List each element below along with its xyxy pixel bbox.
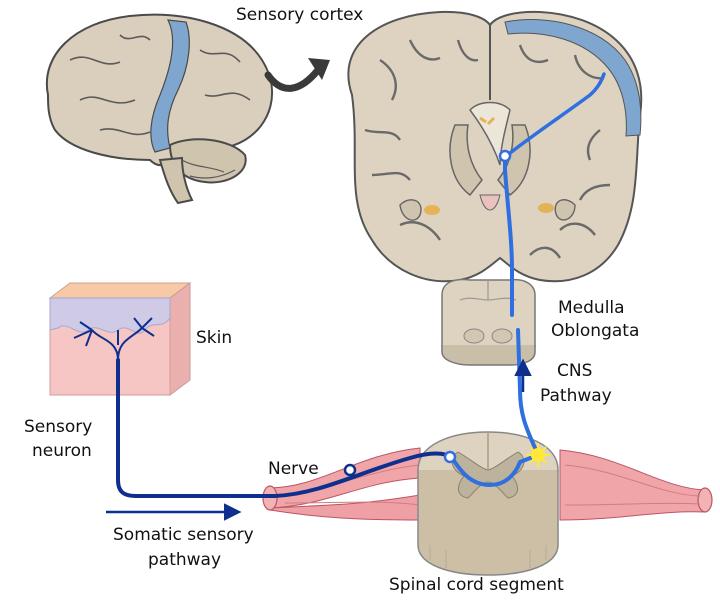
- dorsal-horn-cell: [443, 450, 457, 464]
- label-somatic-2: pathway: [148, 550, 221, 570]
- label-cns-1: CNS: [557, 361, 592, 381]
- skin-block: [48, 282, 192, 396]
- label-sensory-neuron-2: neuron: [32, 441, 92, 461]
- cns-pathway-fiber: [450, 328, 540, 487]
- label-sensory-cortex: Sensory cortex: [236, 5, 363, 25]
- thalamus-cell: [498, 149, 512, 163]
- label-medulla-1: Medulla: [558, 298, 625, 318]
- label-skin: Skin: [196, 328, 232, 348]
- dorsal-root-ganglion-cell: [343, 463, 357, 477]
- label-nerve: Nerve: [268, 459, 319, 479]
- cortex-pointer-arrowhead: [308, 58, 330, 80]
- label-medulla-2: Oblongata: [551, 321, 639, 341]
- label-sensory-neuron-1: Sensory: [24, 417, 92, 437]
- medulla-oblongata: [441, 278, 536, 366]
- label-somatic-1: Somatic sensory: [113, 525, 254, 545]
- peripheral-nerve: [262, 447, 713, 521]
- medulla-to-thalamus-fiber: [503, 156, 514, 317]
- brain-coronal-section: [347, 10, 643, 283]
- thalamocortical-fiber: [508, 72, 606, 155]
- sensory-neuron-fiber: [116, 358, 454, 498]
- label-spinal-cord-segment: Spinal cord segment: [389, 575, 564, 595]
- cortex-pointer-arrow: [264, 66, 322, 92]
- label-cns-2: Pathway: [540, 386, 612, 406]
- brain-lateral-view: [45, 13, 274, 205]
